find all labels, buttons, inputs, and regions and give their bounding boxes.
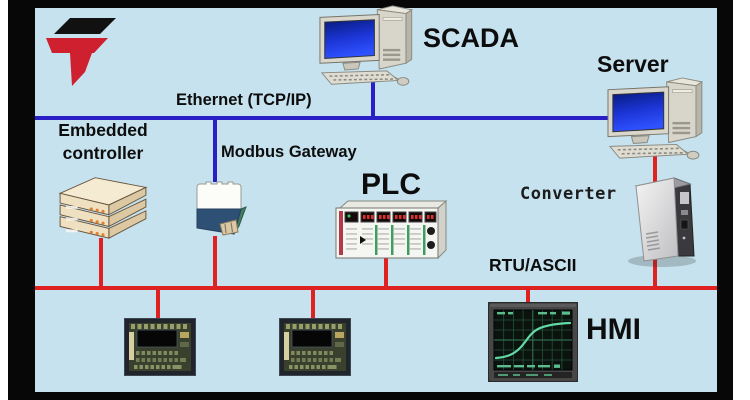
scada-computer-icon bbox=[303, 4, 421, 90]
plc-rack-icon bbox=[335, 199, 448, 260]
field2-drop-line bbox=[311, 290, 315, 320]
converter-label: Converter bbox=[520, 184, 617, 204]
scada-ethernet-drop-line bbox=[371, 80, 375, 118]
hmi-label: HMI bbox=[586, 313, 641, 346]
embedded-controller-icon bbox=[58, 177, 148, 239]
hmi-trend-display-icon bbox=[488, 302, 578, 382]
gateway-serial-drop-line bbox=[213, 236, 217, 286]
server-computer-icon bbox=[592, 76, 710, 164]
server-label: Server bbox=[597, 51, 669, 77]
scada-label: SCADA bbox=[423, 23, 520, 53]
embedded-controller-label: Embedded controller bbox=[58, 120, 148, 163]
brand-logo bbox=[46, 18, 116, 86]
plc-label: PLC bbox=[361, 168, 421, 201]
modbus-gateway-icon bbox=[196, 181, 247, 236]
embedded-serial-drop-line bbox=[99, 238, 103, 286]
serial-bus-line bbox=[35, 286, 717, 290]
field-device-chip-icon bbox=[124, 318, 196, 376]
gateway-ethernet-drop-line bbox=[213, 120, 217, 182]
hmi-drop-line bbox=[526, 290, 530, 308]
field-device-chip-icon bbox=[279, 318, 351, 376]
plc-serial-drop-line bbox=[384, 258, 388, 286]
ethernet-bus-label: Ethernet (TCP/IP) bbox=[176, 91, 312, 109]
modbus-gateway-label: Modbus Gateway bbox=[221, 143, 357, 161]
converter-box-icon bbox=[628, 177, 696, 267]
serial-bus-label: RTU/ASCII bbox=[489, 255, 577, 275]
field1-drop-line bbox=[156, 290, 160, 320]
ethernet-bus-line bbox=[35, 116, 608, 120]
